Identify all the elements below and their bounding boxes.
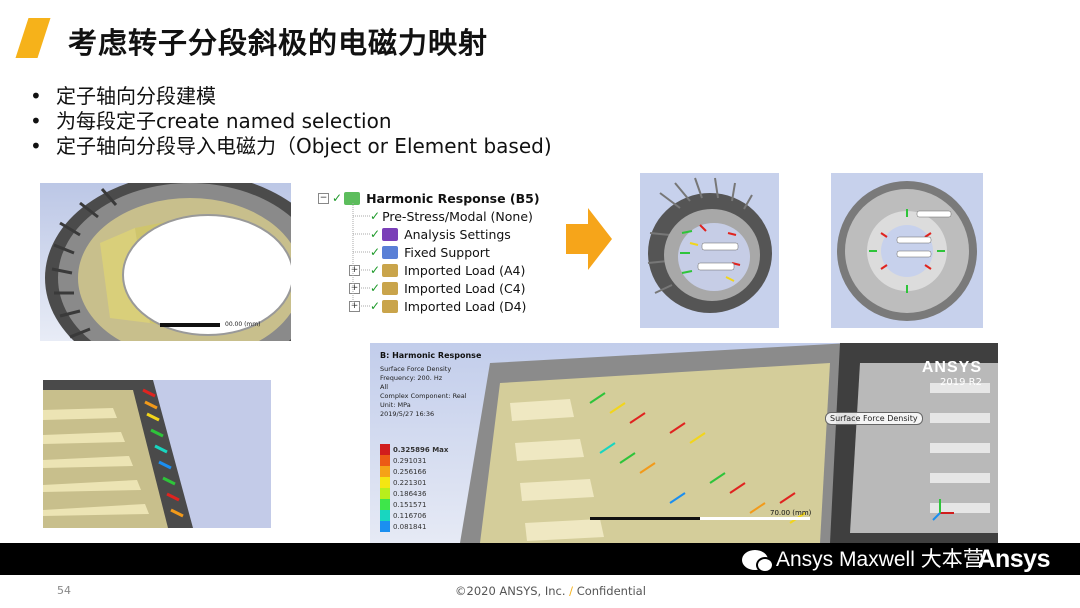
fixed-support-icon xyxy=(382,245,399,259)
imported-load-icon xyxy=(382,263,399,277)
legend-swatch xyxy=(380,455,390,466)
watermark-text: Ansys Maxwell 大本营 xyxy=(776,548,984,571)
legend-swatch xyxy=(380,466,390,477)
tree-item-label: Fixed Support xyxy=(404,244,490,260)
legend-value: 0.081841 xyxy=(393,522,427,531)
product-name: ANSYS xyxy=(921,359,982,376)
tree-item-label: Imported Load (C4) xyxy=(404,280,526,296)
color-legend: 0.325896 Max 0.291031 0.256166 0.221301 … xyxy=(380,444,448,532)
legend-swatch xyxy=(380,488,390,499)
result-info-line: Unit: MPa xyxy=(380,401,411,409)
tree-item-label: Pre-Stress/Modal (None) xyxy=(382,208,533,224)
page-number: 54 xyxy=(57,584,71,597)
title-accent-bar xyxy=(15,18,51,58)
scale-label: 00.00 (mm) xyxy=(225,321,260,328)
result-info-line: 2019/5/27 16:36 xyxy=(380,410,435,418)
tree-root-label: Harmonic Response (B5) xyxy=(366,190,540,206)
product-version: 2019 R2 xyxy=(940,377,982,388)
tree-item[interactable]: ✓ Pre-Stress/Modal (None) xyxy=(370,207,533,225)
result-info-line: Surface Force Density xyxy=(380,365,452,373)
harmonic-result-viewport[interactable]: B: Harmonic Response Surface Force Densi… xyxy=(370,343,998,543)
tree-item-label: Imported Load (D4) xyxy=(404,298,527,314)
legend-value: 0.221301 xyxy=(393,478,427,487)
legend-value: 0.291031 xyxy=(393,456,427,465)
check-icon: ✓ xyxy=(370,299,381,313)
tree-item[interactable]: ✓ Imported Load (D4) xyxy=(370,297,526,315)
tree-item-label: Imported Load (A4) xyxy=(404,262,526,278)
stator-force-3d-image xyxy=(640,173,779,328)
result-info: Surface Force Density Frequency: 200. Hz… xyxy=(380,365,467,419)
result-info-line: Complex Component: Real xyxy=(380,392,467,400)
tree-lines xyxy=(352,203,370,307)
result-info-line: All xyxy=(380,383,389,391)
tree-item[interactable]: ✓ Imported Load (C4) xyxy=(370,279,526,297)
imported-load-icon xyxy=(382,281,399,295)
axis-triad-icon xyxy=(932,499,954,521)
collapse-toggle[interactable]: − xyxy=(318,193,329,204)
copyright-line: ©2020 ANSYS, Inc. / Confidential xyxy=(455,584,646,598)
bullet-list: 定子轴向分段建模 为每段定子create named selection 定子轴… xyxy=(30,84,552,159)
surface-force-tag: Surface Force Density xyxy=(825,412,923,425)
legend-value: 0.151571 xyxy=(393,500,427,509)
check-icon: ✓ xyxy=(370,263,381,277)
bullet-item: 定子轴向分段建模 xyxy=(30,84,552,109)
check-icon: ✓ xyxy=(370,281,381,295)
tree-item[interactable]: ✓ Analysis Settings xyxy=(370,225,511,243)
footer-bar: Ansys xyxy=(0,543,1080,575)
legend-swatch xyxy=(380,521,390,532)
result-header: B: Harmonic Response xyxy=(380,351,482,360)
imported-load-icon xyxy=(382,299,399,313)
bullet-item: 为每段定子create named selection xyxy=(30,109,552,134)
scale-label: 70.00 (mm) xyxy=(770,509,812,517)
copyright-text: ©2020 ANSYS, Inc. xyxy=(455,584,566,598)
brand-text: Ansys xyxy=(977,545,1050,573)
analysis-settings-icon xyxy=(382,227,399,241)
tree-root[interactable]: ✓ Harmonic Response (B5) xyxy=(332,189,540,207)
legend-value: 0.186436 xyxy=(393,489,427,498)
legend-swatch xyxy=(380,499,390,510)
check-icon: ✓ xyxy=(332,191,343,205)
check-icon: ✓ xyxy=(370,227,381,241)
legend-swatch xyxy=(380,510,390,521)
slide-title: 考虑转子分段斜极的电磁力映射 xyxy=(68,26,489,60)
bullet-item: 定子轴向分段导入电磁力（Object or Element based) xyxy=(30,134,552,159)
confidential-text: Confidential xyxy=(576,584,646,598)
project-tree: − ✓ Harmonic Response (B5) ✓ Pre-Stress/… xyxy=(315,188,545,318)
wechat-icon xyxy=(742,550,774,573)
legend-value: 0.325896 Max xyxy=(393,445,449,454)
stator-segment-image: 00.00 (mm) xyxy=(40,183,291,341)
legend-value: 0.256166 xyxy=(393,467,427,476)
wechat-watermark: Ansys Maxwell 大本营 xyxy=(742,546,984,574)
tree-item-label: Analysis Settings xyxy=(404,226,511,242)
tree-item[interactable]: ✓ Imported Load (A4) xyxy=(370,261,525,279)
result-info-line: Frequency: 200. Hz xyxy=(380,374,443,382)
check-icon: ✓ xyxy=(370,245,381,259)
check-icon: ✓ xyxy=(370,209,381,223)
legend-swatch xyxy=(380,444,390,455)
harmonic-icon xyxy=(344,191,361,205)
brand-logo: Ansys xyxy=(977,543,1050,575)
ansys-badge: ANSYS 2019 R2 xyxy=(922,359,982,388)
tree-item[interactable]: ✓ Fixed Support xyxy=(370,243,490,261)
stator-force-front-image xyxy=(831,173,983,328)
legend-swatch xyxy=(380,477,390,488)
separator: / xyxy=(569,584,577,598)
arrow-right-icon xyxy=(566,208,612,270)
legend-value: 0.116706 xyxy=(393,511,427,520)
teeth-closeup-image xyxy=(43,380,271,528)
